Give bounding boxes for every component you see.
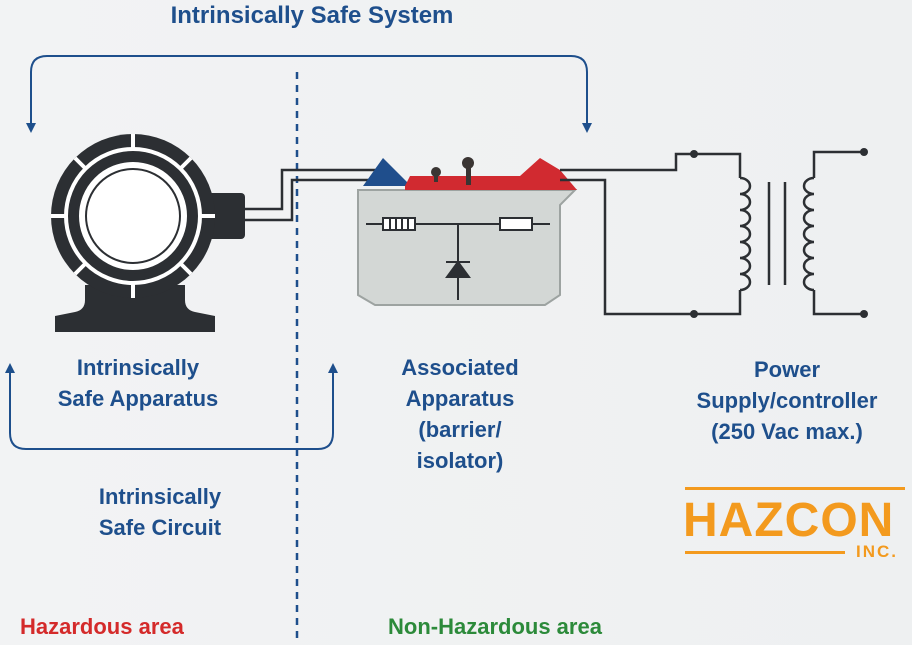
- barrier-zener-diode: [445, 260, 471, 278]
- supply-wiring: [560, 150, 864, 316]
- logo-top-rule: [685, 487, 905, 490]
- field-wiring: [245, 168, 378, 222]
- non-hazardous-area-label: Non-Hazardous area: [388, 614, 602, 639]
- system-bracket: [30, 55, 592, 133]
- circuit-bracket: [9, 363, 338, 450]
- diagram-title: Intrinsically Safe System: [170, 2, 454, 29]
- device-ring-segments: [51, 134, 215, 298]
- is-apparatus-label: Intrinsically Safe Apparatus: [57, 355, 219, 411]
- logo-suffix: INC.: [856, 542, 898, 561]
- barrier-schematic: [366, 217, 550, 300]
- is-circuit-label: Intrinsically Safe Circuit: [98, 484, 222, 540]
- logo-bottom-rule: [685, 551, 845, 554]
- device-connector: [205, 193, 245, 239]
- wire-junctions: [690, 148, 868, 318]
- associated-apparatus-label: Associated Apparatus (barrier/ isolator): [401, 355, 519, 473]
- is-apparatus-device: [51, 134, 245, 332]
- secondary-coil: [802, 176, 815, 292]
- transformer: [739, 176, 815, 292]
- barrier-inductor: [382, 217, 416, 231]
- barrier-blue-terminal: [363, 158, 411, 186]
- primary-coil: [739, 176, 752, 292]
- device-base: [55, 285, 215, 332]
- hazardous-area-label: Hazardous area: [20, 614, 184, 639]
- barrier-red-rail: [405, 158, 577, 190]
- power-supply-label: Power Supply/controller (250 Vac max.): [696, 357, 878, 444]
- barrier-body: [357, 189, 578, 306]
- barrier-device: [357, 157, 578, 306]
- device-lens: [85, 168, 181, 264]
- logo-wordmark: HAZCON: [683, 494, 895, 547]
- barrier-resistor: [499, 217, 533, 231]
- barrier-screws: [431, 157, 474, 185]
